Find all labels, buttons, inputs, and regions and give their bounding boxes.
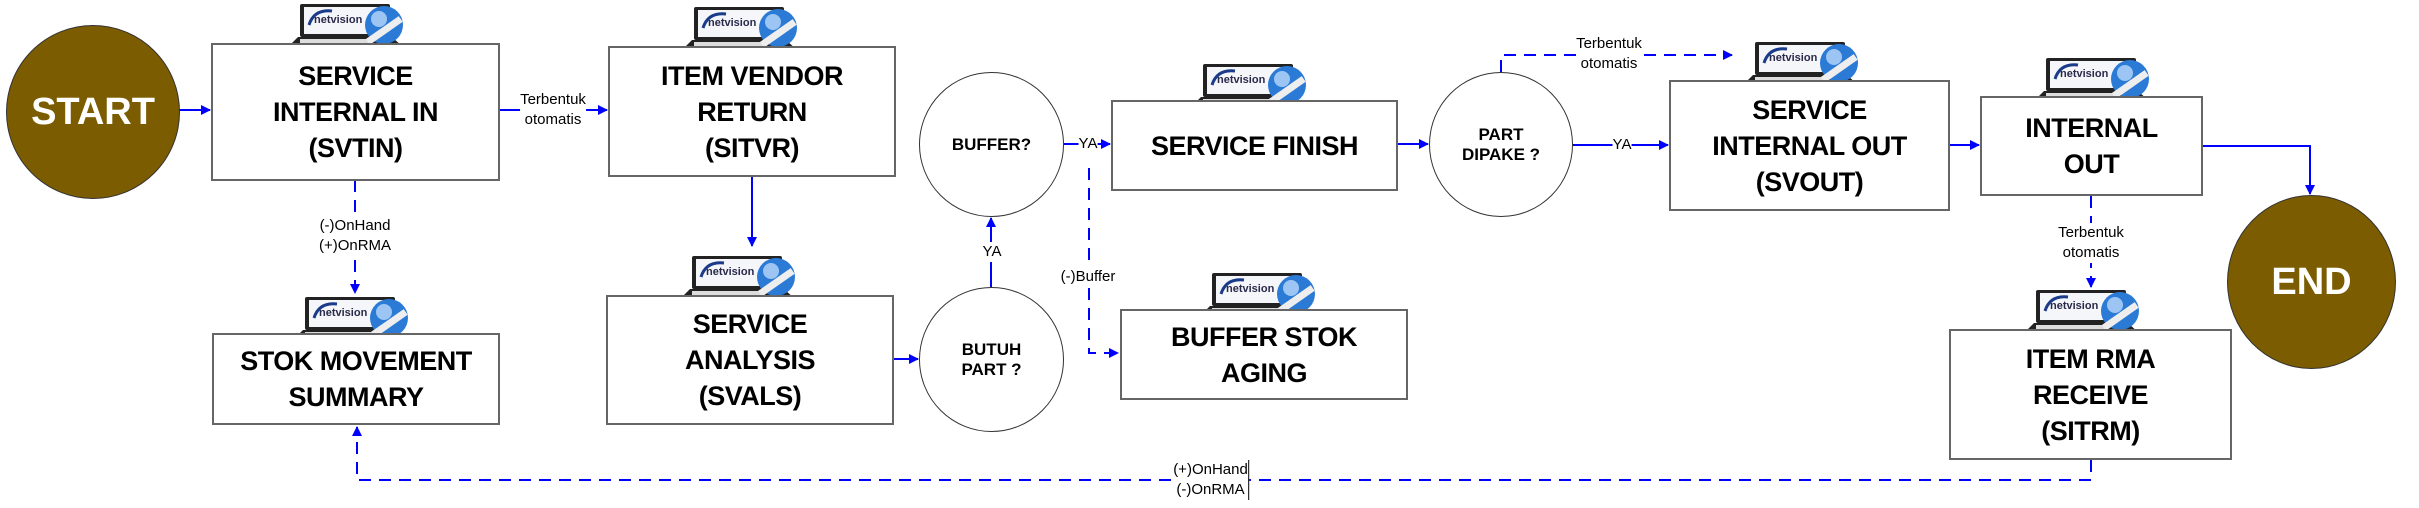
decision-part-dipake-label: PART DIPAKE ? xyxy=(1461,124,1541,164)
label-buffer-to-finish: YA xyxy=(1078,134,1098,154)
start-label: START xyxy=(31,90,155,133)
box-service-finish-label: SERVICE FINISH xyxy=(1150,131,1359,161)
box-buffer-stok-label: BUFFER STOK AGING xyxy=(1170,321,1358,388)
box-svtin-label: SERVICE INTERNAL IN (SVTIN) xyxy=(272,61,439,163)
box-svals-label: SERVICE ANALYSIS (SVALS) xyxy=(684,309,816,411)
box-sitvr: ITEM VENDOR RETURN (SITVR) xyxy=(608,46,896,177)
decision-butuh-part: BUTUH PART ? xyxy=(919,287,1064,432)
box-svtin: SERVICE INTERNAL IN (SVTIN) xyxy=(211,43,500,181)
decision-part-dipake: PART DIPAKE ? xyxy=(1429,72,1573,217)
box-svals: SERVICE ANALYSIS (SVALS) xyxy=(606,295,894,425)
arrow-buffer-to-aging xyxy=(1088,168,1119,358)
box-service-finish: SERVICE FINISH xyxy=(1111,100,1398,191)
box-svout-label: SERVICE INTERNAL OUT (SVOUT) xyxy=(1712,94,1907,197)
box-buffer-stok-aging: BUFFER STOK AGING xyxy=(1120,309,1408,400)
label-intout-to-sitrm: Terbentuk otomatis xyxy=(2058,223,2124,263)
label-svtin-to-sitvr: Terbentuk otomatis xyxy=(520,90,586,130)
end-terminal: END xyxy=(2227,195,2396,369)
box-internal-out: INTERNAL OUT xyxy=(1980,96,2203,196)
box-sitvr-label: ITEM VENDOR RETURN (SITVR) xyxy=(660,60,844,163)
label-buffer-to-aging: (-)Buffer xyxy=(1060,267,1116,287)
arrow-intout-to-end xyxy=(2203,145,2315,195)
label-butuh-to-buffer: YA xyxy=(982,242,1002,262)
arrow-part-to-svout-auto xyxy=(1500,50,1733,72)
decision-buffer-label: BUFFER? xyxy=(951,134,1032,154)
start-terminal: START xyxy=(6,25,180,199)
box-sitrm: ITEM RMA RECEIVE (SITRM) xyxy=(1949,329,2232,460)
label-svtin-to-stok: (-)OnHand (+)OnRMA xyxy=(318,216,392,256)
label-part-to-svout-auto: Terbentuk otomatis xyxy=(1576,34,1642,74)
label-part-to-svout: YA xyxy=(1612,135,1632,155)
label-sitrm-to-stok: (+)OnHand (-)OnRMA xyxy=(1173,460,1249,500)
box-stok-movement: STOK MOVEMENT SUMMARY xyxy=(212,333,500,425)
box-internal-out-label: INTERNAL OUT xyxy=(2025,113,2158,179)
decision-butuh-part-label: BUTUH PART ? xyxy=(961,339,1022,379)
box-sitrm-label: ITEM RMA RECEIVE (SITRM) xyxy=(2025,343,2156,446)
decision-buffer: BUFFER? xyxy=(919,72,1064,217)
box-svout: SERVICE INTERNAL OUT (SVOUT) xyxy=(1669,80,1950,211)
box-stok-movement-label: STOK MOVEMENT SUMMARY xyxy=(240,346,472,412)
end-label: END xyxy=(2271,260,2352,303)
